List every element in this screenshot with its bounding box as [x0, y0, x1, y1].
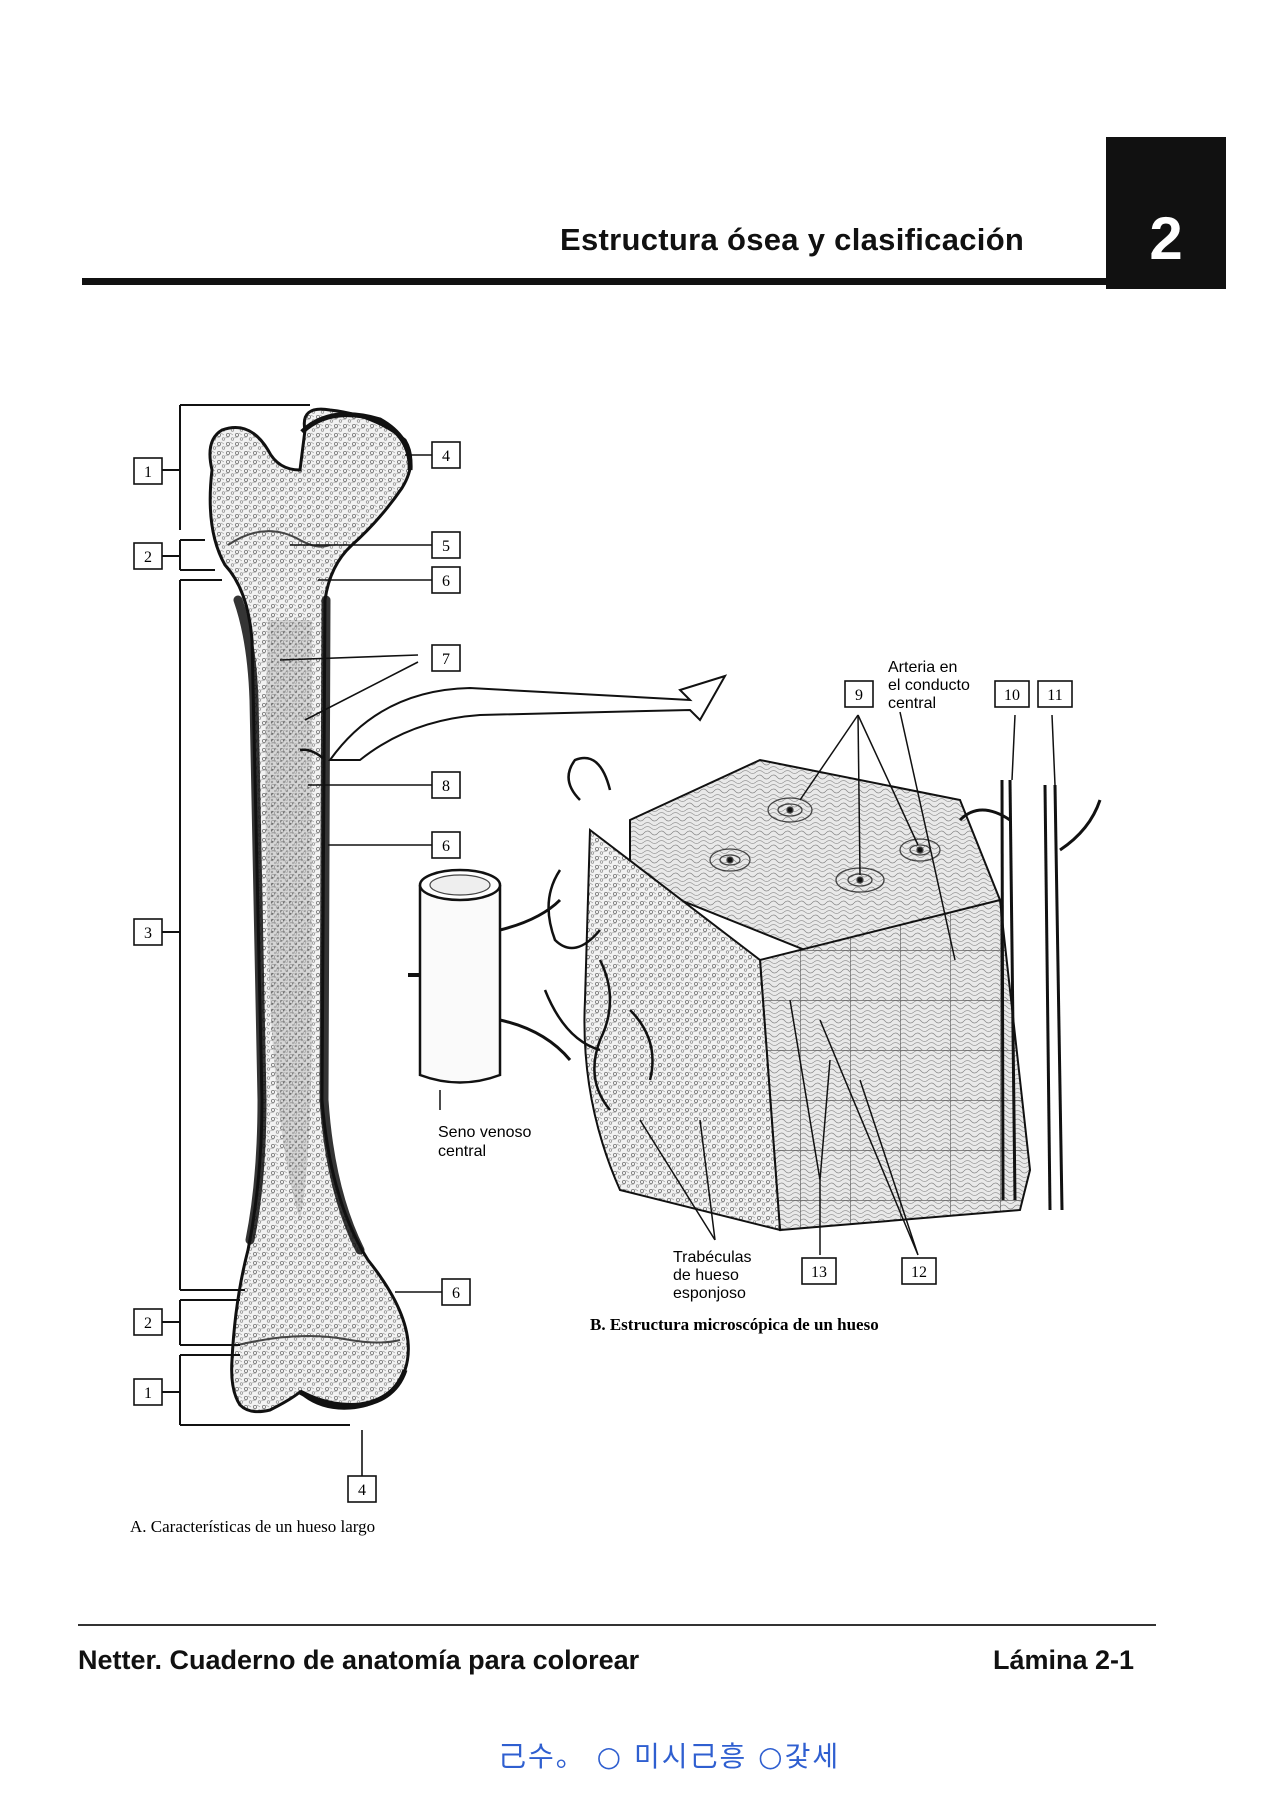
- chapter-number: 2: [1149, 205, 1183, 272]
- epiphyseal-line-top: [227, 530, 331, 548]
- articular-cartilage-bottom: [298, 1369, 408, 1408]
- panel-a-callouts: 1 2 3 2 1 4 5 6 7 8 6 6 4: [133, 441, 471, 1503]
- artery-label-line-1: Arteria en: [888, 659, 957, 676]
- panel-b-caption: B. Estructura microscópica de un hueso: [590, 1315, 879, 1334]
- artery-label: Arteria en el conducto central: [888, 659, 970, 712]
- callout-6-top: 6: [442, 573, 450, 590]
- plate-number: Lámina 2-1: [993, 1645, 1135, 1675]
- central-venous-sinus: [408, 868, 572, 1110]
- header-rule: [82, 278, 1226, 285]
- trabeculae-label-line-3: esponjoso: [673, 1285, 746, 1302]
- periosteal-vessels: [958, 779, 1102, 1211]
- panel-b-callouts: 9 10 11 12 13: [801, 680, 1073, 1285]
- callout-2-top: 2: [144, 549, 152, 566]
- callout-11: 11: [1047, 687, 1062, 704]
- scan-watermark: 己수。 ○ 미시己흥 ○갗세: [498, 1740, 841, 1773]
- callout-4-top: 4: [442, 448, 450, 465]
- sinus-label-line-2: central: [438, 1143, 486, 1160]
- femur-illustration: [208, 407, 413, 1414]
- callout-7: 7: [442, 651, 450, 668]
- callout-4-bottom: 4: [358, 1482, 366, 1499]
- callout-1-bottom: 1: [144, 1385, 152, 1402]
- medullary-cavity: [265, 620, 312, 1220]
- right-leader-lines: [279, 454, 442, 1476]
- artery-label-line-3: central: [888, 695, 936, 712]
- microscopic-bone-block: [543, 756, 1102, 1232]
- callout-12: 12: [911, 1264, 927, 1281]
- articular-cartilage-top: [300, 412, 413, 471]
- callout-8: 8: [442, 778, 450, 795]
- callout-3: 3: [144, 925, 152, 942]
- callout-10: 10: [1004, 687, 1020, 704]
- sinus-label: Seno venoso central: [438, 1124, 532, 1160]
- callout-2-bottom: 2: [144, 1315, 152, 1332]
- cortical-bone-right: [319, 595, 365, 1255]
- footer-rule: [78, 1624, 1156, 1626]
- artery-label-line-2: el conducto: [888, 677, 970, 694]
- book-title: Netter. Cuaderno de anatomía para colore…: [78, 1645, 640, 1675]
- cortical-bone-left: [233, 595, 267, 1245]
- sinus-label-line-1: Seno venoso: [438, 1124, 532, 1141]
- spongy-bone-face: [583, 828, 782, 1232]
- callout-9: 9: [855, 687, 863, 704]
- panel-a-caption: A. Características de un hueso largo: [130, 1517, 375, 1536]
- magnification-arrow: [328, 674, 728, 761]
- trabeculae-label: Trabéculas de hueso esponjoso: [673, 1249, 752, 1302]
- left-brackets: [162, 404, 350, 1426]
- callout-1-top: 1: [144, 464, 152, 481]
- nutrient-foramen: [299, 748, 326, 761]
- callout-6-mid: 6: [442, 838, 450, 855]
- trabeculae-label-line-1: Trabéculas: [673, 1249, 752, 1266]
- chapter-number-block: 2: [1106, 137, 1226, 289]
- trabeculae: [543, 756, 654, 1111]
- panel-b-leader-lines: [639, 711, 1056, 1256]
- trabeculae-label-line-2: de hueso: [673, 1267, 739, 1284]
- page-title: Estructura ósea y clasificación: [560, 222, 1025, 257]
- callout-6-bottom: 6: [452, 1285, 460, 1302]
- epiphyseal-line-bottom: [237, 1335, 401, 1346]
- callout-13: 13: [811, 1264, 827, 1281]
- callout-5: 5: [442, 538, 450, 555]
